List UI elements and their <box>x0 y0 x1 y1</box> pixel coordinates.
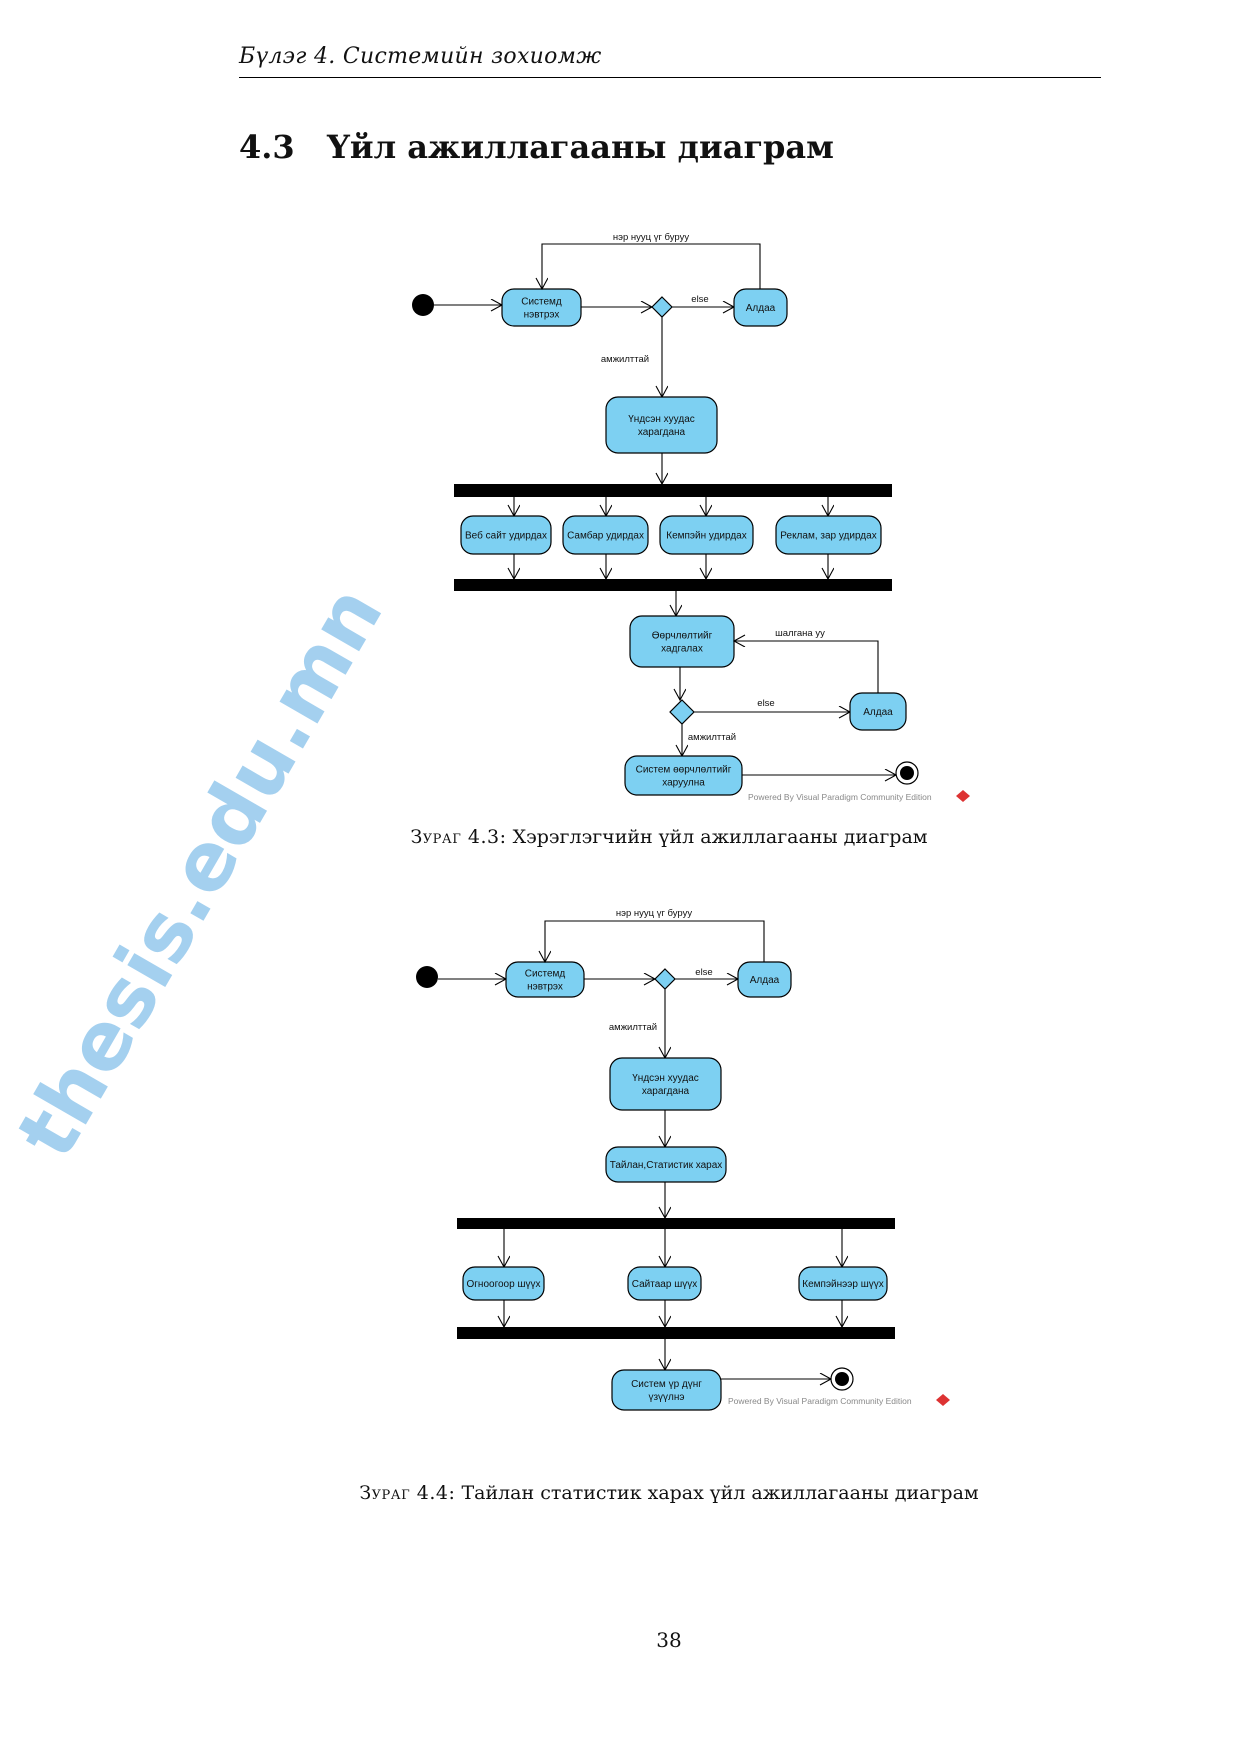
visual-paradigm-logo-icon <box>956 790 970 802</box>
header-rule <box>239 77 1101 78</box>
activity-filter-by-site: Сайтаар шүүх <box>627 1266 702 1301</box>
activity-label: Самбар удирдах <box>567 530 644 542</box>
activity-label: харуулна <box>662 778 705 789</box>
guard-label: амжилттай <box>609 1022 657 1033</box>
activity-label: Өөрчлөлтийг <box>652 631 713 642</box>
transition-arrow <box>542 243 761 289</box>
guard-label: амжилттай <box>601 354 649 365</box>
activity-label: нэвтрэх <box>524 310 560 321</box>
activity-label: Системд <box>521 297 562 308</box>
activity-box <box>611 1369 722 1411</box>
activity-save-changes: Өөрчлөлтийг хадгалах <box>629 615 735 668</box>
activity-label: Үндсэн хуудас <box>632 1073 699 1084</box>
final-node-dot <box>835 1372 849 1386</box>
activity-filter-by-campaign: Кемпэйнээр шүүх <box>798 1266 888 1301</box>
activity-label: Веб сайт удирдах <box>465 530 547 542</box>
fork-join-bar <box>457 1327 895 1339</box>
decision-node <box>654 968 676 990</box>
activity-label: Системд <box>525 969 566 980</box>
figure-4-4-diagram: Системд нэвтрэх Алдаа нэр нууц үг буруу else… <box>416 908 950 1411</box>
activity-box <box>629 615 735 668</box>
activity-label: Реклам, зар удирдах <box>780 531 876 542</box>
activity-label: Алдаа <box>746 303 776 314</box>
caption-text: Хэрэглэгчийн үйл ажиллагааны диаграм <box>512 826 928 848</box>
visual-paradigm-logo-icon <box>936 1394 950 1406</box>
activity-label: харагдана <box>642 1086 690 1097</box>
fork-join-bar <box>454 579 892 591</box>
initial-node <box>412 294 434 316</box>
powered-by-text: Powered By Visual Paradigm Community Edi… <box>728 1396 912 1406</box>
activity-manage-ads: Реклам, зар удирдах <box>775 515 882 555</box>
caption-label: Зураг 4.3: <box>410 826 507 848</box>
activity-show-result: Систем үр дүнг үзүүлнэ <box>611 1369 722 1411</box>
activity-label: Тайлан,Статистик харах <box>610 1160 723 1171</box>
activity-label: Кемпэйнээр шүүх <box>802 1279 883 1290</box>
section-title: Үйл ажиллагааны диаграм <box>327 128 834 166</box>
activity-label: Кемпэйн удирдах <box>666 531 746 542</box>
section-number: 4.3 <box>239 128 295 166</box>
activity-error: Алдаа <box>733 288 788 327</box>
caption-text: Тайлан статистик харах үйл ажиллагааны д… <box>461 1482 979 1504</box>
activity-label: нэвтрэх <box>527 982 563 993</box>
activity-box <box>605 396 718 454</box>
guard-label: else <box>691 294 708 305</box>
fork-join-bar <box>454 484 892 497</box>
activity-box <box>798 1266 888 1301</box>
guard-label: else <box>695 967 712 978</box>
figure-4-3-caption: Зураг 4.3: Хэрэглэгчийн үйл ажиллагааны … <box>0 826 1240 848</box>
guard-label: амжилттай <box>688 732 736 743</box>
activity-box <box>609 1057 722 1111</box>
activity-label: Алдаа <box>750 975 780 986</box>
figure-4-4-caption: Зураг 4.4: Тайлан статистик харах үйл аж… <box>0 1482 1240 1504</box>
decision-node <box>669 699 695 725</box>
guard-label: шалгана уу <box>775 628 825 639</box>
activity-label: Үндсэн хуудас <box>628 414 695 425</box>
caption-label: Зураг 4.4: <box>359 1482 456 1504</box>
activity-label: харагдана <box>638 427 686 438</box>
page-number: 38 <box>656 1628 682 1652</box>
activity-home: Үндсэн хуудас харагдана <box>609 1057 722 1111</box>
activity-manage-board: Самбар удирдах <box>562 515 649 555</box>
final-node-dot <box>900 766 914 780</box>
activity-label: Систем үр дүнг <box>631 1379 702 1390</box>
activity-filter-by-date: Огноогоор шүүх <box>462 1266 545 1301</box>
activity-view-report: Тайлан,Статистик харах <box>605 1146 727 1183</box>
initial-node <box>416 966 438 988</box>
transition-arrow <box>545 920 765 962</box>
activity-error-2: Алдаа <box>849 692 907 731</box>
transition-arrow <box>734 641 879 693</box>
decision-node <box>651 296 673 318</box>
activity-manage-campaign: Кемпэйн удирдах <box>659 515 754 555</box>
running-header: Бүлэг 4. Системийн зохиомж <box>239 44 602 69</box>
activity-login: Системд нэвтрэх <box>505 961 585 998</box>
activity-manage-website: Веб сайт удирдах <box>460 515 552 555</box>
activity-login: Системд нэвтрэх <box>501 288 582 327</box>
activity-label: хадгалах <box>661 644 703 655</box>
activity-label: Алдаа <box>863 707 893 718</box>
activity-box <box>624 755 743 796</box>
powered-by-text: Powered By Visual Paradigm Community Edi… <box>748 792 932 802</box>
activity-show-changes: Систем өөрчлөлтийг харуулна <box>624 755 743 796</box>
activity-error: Алдаа <box>737 961 792 998</box>
section-heading: 4.3 Үйл ажиллагааны диаграм <box>239 128 834 166</box>
fork-join-bar <box>457 1218 895 1229</box>
activity-label: Огноогоор шүүх <box>467 1279 541 1290</box>
activity-label: Сайтаар шүүх <box>632 1279 697 1290</box>
guard-label: else <box>757 698 774 709</box>
activity-box <box>605 1146 727 1183</box>
activity-label: Систем өөрчлөлтийг <box>636 765 732 776</box>
activity-home: Үндсэн хуудас харагдана <box>605 396 718 454</box>
activity-label: үзүүлнэ <box>648 1392 684 1403</box>
guard-label: нэр нууц үг буруу <box>613 232 690 243</box>
activity-box <box>460 515 552 555</box>
guard-label: нэр нууц үг буруу <box>616 908 693 919</box>
